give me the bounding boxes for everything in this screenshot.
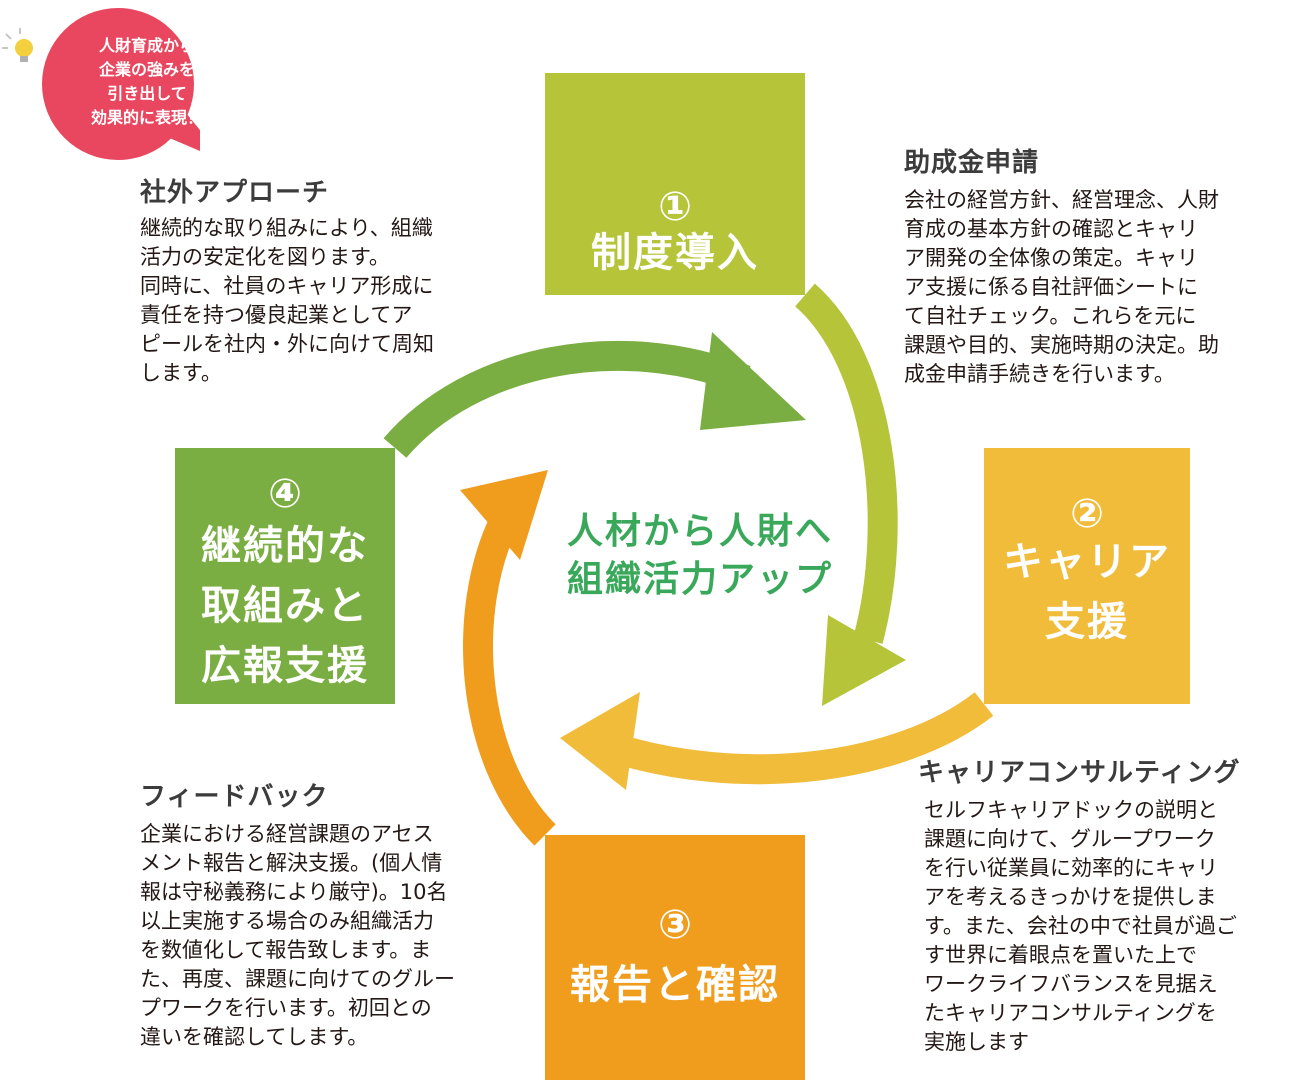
arrow-green bbox=[383, 340, 751, 458]
step-2-box: ② キャリア 支援 bbox=[984, 448, 1190, 704]
section-title-career-consulting: キャリアコンサルティング bbox=[918, 758, 1241, 788]
center-title-line2: 組織活力アップ bbox=[566, 559, 833, 600]
step-1-number: ① bbox=[658, 184, 692, 230]
step-1-box: ① 制度導入 bbox=[545, 73, 805, 295]
step-2-number: ② bbox=[1070, 491, 1104, 537]
section-body-external-approach: 継続的な取り組みにより、組織 活力の安定化を図ります。 同時に、社員のキャリア形… bbox=[140, 216, 434, 385]
section-title-feedback: フィードバック bbox=[140, 782, 329, 812]
step-4-title-line3: 広報支援 bbox=[201, 643, 369, 689]
step-4-title-line2: 取組みと bbox=[201, 583, 369, 629]
section-body-feedback: 企業における経営課題のアセス メント報告と解決支援。(個人情 報は守秘義務により… bbox=[140, 822, 455, 1049]
step-4-number: ④ bbox=[268, 471, 302, 517]
arrow-yellowgreen bbox=[794, 283, 898, 644]
step-2-title-line1: キャリア bbox=[1003, 539, 1171, 585]
arrow-yellowgreen-head bbox=[822, 615, 906, 706]
center-title: 人材から人財へ 組織活力アップ bbox=[530, 508, 870, 604]
step-4-title-line1: 継続的な bbox=[201, 523, 369, 569]
speech-bubble-text: 人財育成から 企業の強みを 引き出して 効果的に表現！ bbox=[90, 36, 203, 127]
section-title-external-approach: 社外アプローチ bbox=[140, 178, 330, 208]
step-3-title: 報告と確認 bbox=[570, 962, 780, 1008]
step-3-number: ③ bbox=[658, 902, 692, 948]
step-2-title-line2: 支援 bbox=[1045, 599, 1129, 645]
lightbulb-icon bbox=[2, 28, 33, 62]
section-title-subsidy: 助成金申請 bbox=[904, 148, 1040, 178]
center-title-line1: 人材から人財へ bbox=[566, 511, 833, 552]
arrow-green-head bbox=[700, 332, 806, 430]
section-body-career-consulting: セルフキャリアドックの説明と 課題に向けて、グループワーク を行い従業員に効率的… bbox=[924, 798, 1237, 1054]
arrow-yellow-head bbox=[560, 692, 640, 790]
arrow-orange bbox=[463, 513, 556, 846]
speech-bubble: 人財育成から 企業の強みを 引き出して 効果的に表現！ bbox=[30, 4, 226, 174]
arrow-yellow bbox=[600, 692, 994, 785]
step-4-box: ④ 継続的な 取組みと 広報支援 bbox=[175, 448, 395, 704]
arrow-orange-head bbox=[460, 470, 548, 560]
step-1-title: 制度導入 bbox=[591, 230, 759, 276]
section-body-subsidy: 会社の経営方針、経営理念、人財 育成の基本方針の確認とキャリ ア開発の全体像の策… bbox=[904, 188, 1219, 386]
step-3-box: ③ 報告と確認 bbox=[545, 835, 805, 1080]
